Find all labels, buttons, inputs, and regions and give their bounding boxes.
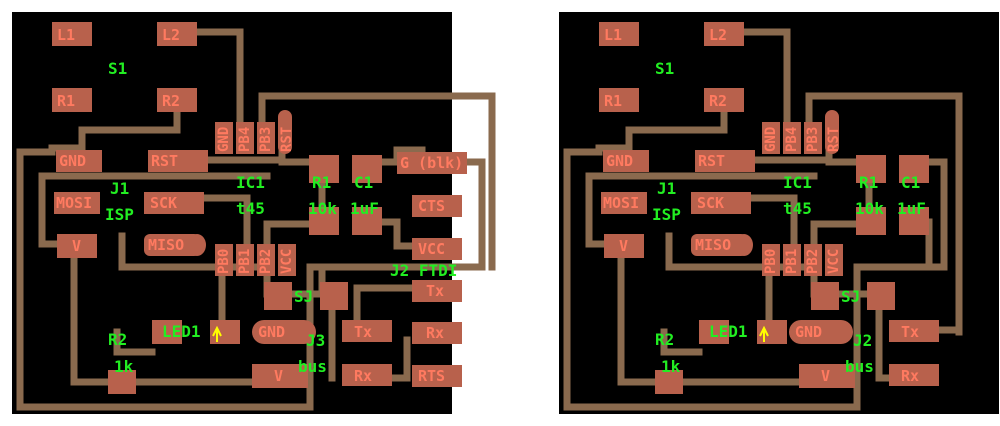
pad-label-tx-bus: Tx <box>354 323 372 341</box>
pad-label-rx-ftdi: Rx <box>426 324 444 342</box>
pad-label-r1: R1 <box>57 92 75 110</box>
pad-label-v-bottom: V <box>821 367 830 385</box>
pad-label-v-left: V <box>72 237 81 255</box>
pin-label-pb3: PB3 <box>258 127 274 152</box>
part-label-c1-value: 1uF <box>897 199 926 218</box>
pad-label-l2: L2 <box>162 26 180 44</box>
part-label-led1: LED1 <box>162 322 201 341</box>
part-label-r2: R2 <box>655 330 674 349</box>
part-label-c1: C1 <box>354 173 373 192</box>
led-arrow-icon <box>212 325 222 342</box>
part-label-sj: SJ <box>841 287 860 306</box>
ic-pin-labels: GND PB4 PB3 RST PB0 PB1 PB2 VCC <box>216 127 295 274</box>
part-label-j3: J3 <box>306 331 325 350</box>
pin-label-pb0: PB0 <box>216 249 232 274</box>
part-label-j2-ftdi: J2 FTDI <box>390 261 457 280</box>
pad-labels: L1 L2 R1 R2 GND RST MOSI SCK MISO V G (b… <box>56 26 463 385</box>
part-label-c1-value: 1uF <box>350 199 379 218</box>
pin-label-pb2: PB2 <box>805 249 821 274</box>
part-label-s1: S1 <box>655 59 674 78</box>
pin-label-rst: RST <box>826 127 842 152</box>
pcb-board-node: L1 L2 R1 R2 GND RST MOSI SCK MISO V GND … <box>559 12 999 414</box>
part-label-led1: LED1 <box>709 322 748 341</box>
part-label-isp: ISP <box>105 205 134 224</box>
led-arrow-icon <box>759 325 769 342</box>
part-label-t45: t45 <box>236 199 265 218</box>
pad-label-mosi: MOSI <box>603 194 639 212</box>
part-label-r1-value: 10k <box>308 199 337 218</box>
part-labels: S1 IC1 t45 R1 10k C1 1uF J1 ISP J2 FTDI … <box>105 59 457 376</box>
pad-label-v-bottom: V <box>274 367 283 385</box>
part-label-ic1: IC1 <box>236 173 265 192</box>
pad-label-gnd: GND <box>59 152 86 170</box>
pin-label-gnd: GND <box>216 127 232 152</box>
pad-label-rst: RST <box>698 152 725 170</box>
pin-label-pb2: PB2 <box>258 249 274 274</box>
pad-label-miso: MISO <box>148 236 184 254</box>
ic-pin-labels: GND PB4 PB3 RST PB0 PB1 PB2 VCC <box>763 127 842 274</box>
pad-label-l1: L1 <box>604 26 622 44</box>
pad-label-gnd-bus: GND <box>258 323 285 341</box>
pads <box>599 22 939 394</box>
part-label-bus: bus <box>298 357 327 376</box>
pad-label-vcc: VCC <box>418 240 445 258</box>
pcb-layout-left: L1 L2 R1 R2 GND RST MOSI SCK MISO V G (b… <box>16 22 496 411</box>
part-label-j1: J1 <box>110 179 129 198</box>
part-labels: S1 IC1 t45 R1 10k C1 1uF J1 ISP SJ R2 1k… <box>652 59 926 376</box>
part-label-r2-value: 1k <box>114 357 134 376</box>
pad-label-mosi: MOSI <box>56 194 92 212</box>
part-label-j1: J1 <box>657 179 676 198</box>
part-label-r1: R1 <box>859 173 878 192</box>
pin-label-vcc: VCC <box>279 249 295 274</box>
pad-label-r1: R1 <box>604 92 622 110</box>
part-label-s1: S1 <box>108 59 127 78</box>
pad-label-rx-bus: Rx <box>901 367 919 385</box>
pad-label-v-left: V <box>619 237 628 255</box>
part-label-isp: ISP <box>652 205 681 224</box>
part-label-bus: bus <box>845 357 874 376</box>
pin-label-pb3: PB3 <box>805 127 821 152</box>
pin-label-pb4: PB4 <box>784 127 800 152</box>
pin-label-pb1: PB1 <box>784 249 800 274</box>
pad-label-tx-ftdi: Tx <box>426 282 444 300</box>
pad-label-rst: RST <box>151 152 178 170</box>
pad-label-l2: L2 <box>709 26 727 44</box>
part-label-c1: C1 <box>901 173 920 192</box>
pin-label-vcc: VCC <box>826 249 842 274</box>
pad-label-tx-bus: Tx <box>901 323 919 341</box>
part-label-r2-value: 1k <box>661 357 681 376</box>
pad-label-gnd: GND <box>606 152 633 170</box>
pad-labels: L1 L2 R1 R2 GND RST MOSI SCK MISO V GND … <box>603 26 919 385</box>
pad-label-sck: SCK <box>150 194 177 212</box>
pad-label-cts: CTS <box>418 197 445 215</box>
part-label-ic1: IC1 <box>783 173 812 192</box>
pad-label-rts: RTS <box>418 367 445 385</box>
part-label-r1-value: 10k <box>855 199 884 218</box>
pin-label-gnd: GND <box>763 127 779 152</box>
pcb-board-ftdi: L1 L2 R1 R2 GND RST MOSI SCK MISO V G (b… <box>12 12 496 414</box>
pad-label-miso: MISO <box>695 236 731 254</box>
pad-label-r2: R2 <box>162 92 180 110</box>
pad-label-g-blk: G (blk) <box>400 154 463 172</box>
part-label-t45: t45 <box>783 199 812 218</box>
pin-label-pb0: PB0 <box>763 249 779 274</box>
pad-label-l1: L1 <box>57 26 75 44</box>
part-label-sj: SJ <box>294 287 313 306</box>
pad-label-r2: R2 <box>709 92 727 110</box>
pin-label-rst: RST <box>279 127 295 152</box>
pad-label-sck: SCK <box>697 194 724 212</box>
pcb-layout-right: L1 L2 R1 R2 GND RST MOSI SCK MISO V GND … <box>563 22 963 411</box>
pin-label-pb1: PB1 <box>237 249 253 274</box>
pads <box>52 22 467 394</box>
pad-label-gnd-bus: GND <box>795 323 822 341</box>
part-label-j2: J2 <box>853 331 872 350</box>
pad-label-rx-bus: Rx <box>354 367 372 385</box>
part-label-r2: R2 <box>108 330 127 349</box>
part-label-r1: R1 <box>312 173 331 192</box>
pin-label-pb4: PB4 <box>237 127 253 152</box>
